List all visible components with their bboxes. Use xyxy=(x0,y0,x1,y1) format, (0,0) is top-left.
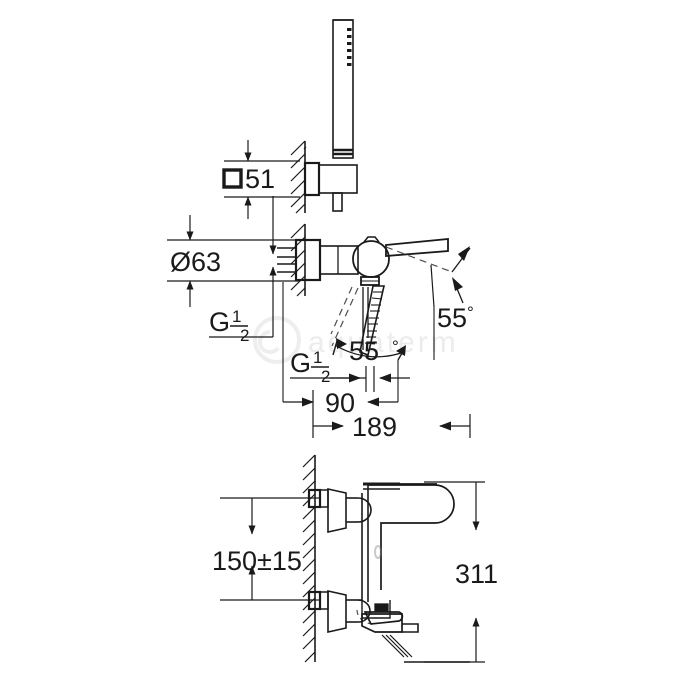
angle-inner-value: 55 xyxy=(349,336,379,366)
thread-lower-numerator: 1 xyxy=(313,348,322,367)
dimension-height-150: 150±15 xyxy=(212,497,312,601)
width-189-value: 189 xyxy=(352,412,397,442)
diameter-symbol-glyph: Ø xyxy=(170,247,191,277)
elevation-view: 150±15 311 xyxy=(212,454,498,663)
angle-dimension-outer: 55 ° xyxy=(430,246,474,333)
spray-holes xyxy=(347,28,352,66)
mixer-body-plan xyxy=(277,236,453,357)
brand-badge xyxy=(374,545,382,559)
thread-upper-g: G xyxy=(209,307,230,337)
shower-holder-bracket xyxy=(303,161,358,212)
thread-upper-denominator: 2 xyxy=(240,326,249,345)
height-311-value: 311 xyxy=(455,559,498,589)
dimension-height-311: 311 xyxy=(424,481,498,663)
square-51-value: 51 xyxy=(245,164,275,194)
union-lower xyxy=(307,590,371,633)
dimension-thread-lower: G 1 2 xyxy=(290,348,410,392)
square-symbol-glyph xyxy=(222,168,243,189)
mixer-lever-elevation xyxy=(363,482,455,590)
union-upper xyxy=(307,485,372,602)
dimension-width-189: 189 xyxy=(312,412,471,442)
outlet-diverter-elevation xyxy=(356,599,470,663)
diameter-63-value: Ø63 xyxy=(170,247,221,277)
thread-lower-g: G xyxy=(290,348,311,378)
wall-elevation xyxy=(302,454,316,663)
hand-shower xyxy=(332,19,354,159)
angle-dimension-inner: 55 ° xyxy=(332,336,406,366)
dimension-width-90: 90 xyxy=(283,388,398,418)
plan-view: 55 ° 55 ° 51 Ø6 xyxy=(167,19,474,442)
wall-mixer xyxy=(290,223,306,297)
diverter-lever xyxy=(359,285,386,357)
thread-upper-numerator: 1 xyxy=(232,307,241,326)
angle-inner-degree: ° xyxy=(392,337,399,356)
dimension-thread-upper: G 1 2 xyxy=(209,196,277,345)
dimension-diameter-63: Ø63 xyxy=(167,215,300,307)
angle-outer-value: 55 xyxy=(437,303,467,333)
diameter-63-number: 63 xyxy=(191,247,221,277)
wall-upper xyxy=(290,140,307,214)
thread-lower-denominator: 2 xyxy=(321,367,330,386)
width-90-value: 90 xyxy=(325,388,355,418)
angle-outer-degree: ° xyxy=(467,303,474,322)
dimension-square-51: 51 xyxy=(222,140,300,219)
height-150-value: 150±15 xyxy=(212,546,302,576)
